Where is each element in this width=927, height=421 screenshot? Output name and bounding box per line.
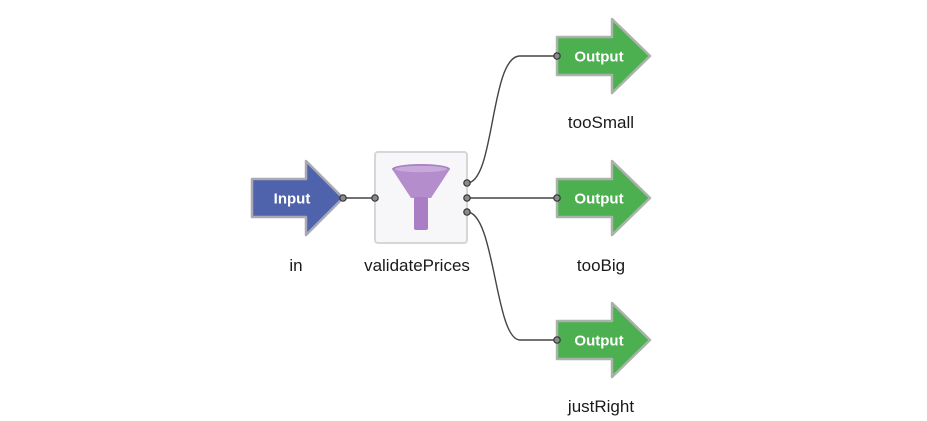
- input-out-port[interactable]: [339, 194, 347, 202]
- output-arrow-shape: [555, 159, 652, 237]
- output-in-port[interactable]: [553, 336, 561, 344]
- filter-node-name: validatePrices: [364, 256, 470, 275]
- output-badge-label: Output: [574, 191, 623, 208]
- input-badge-label: Input: [274, 191, 311, 208]
- filter-out-port-3[interactable]: [463, 208, 471, 216]
- output-node-tooSmall[interactable]: Output tooSmall: [553, 17, 652, 132]
- output-node-name: tooBig: [577, 256, 625, 275]
- edge-validatePrices-to-justRight: [466, 211, 557, 341]
- output-in-port[interactable]: [553, 194, 561, 202]
- filter-node-validatePrices[interactable]: validatePrices: [364, 151, 471, 275]
- input-node-in[interactable]: Input in: [250, 159, 347, 275]
- output-node-name: justRight: [567, 397, 634, 416]
- output-badge-label: Output: [574, 333, 623, 350]
- output-in-port[interactable]: [553, 52, 561, 60]
- input-arrow-shape: [250, 159, 345, 237]
- output-node-name: tooSmall: [568, 113, 634, 132]
- output-node-tooBig[interactable]: Output tooBig: [553, 159, 652, 275]
- output-badge-label: Output: [574, 49, 623, 66]
- output-arrow-shape: [555, 17, 652, 95]
- filter-out-port-2[interactable]: [463, 194, 471, 202]
- edges: [343, 55, 557, 341]
- output-node-justRight[interactable]: Output justRight: [553, 301, 652, 416]
- filter-out-port-1[interactable]: [463, 179, 471, 187]
- output-arrow-shape: [555, 301, 652, 379]
- funnel-icon: [392, 164, 450, 230]
- filter-in-port[interactable]: [371, 194, 379, 202]
- input-node-name: in: [289, 256, 302, 275]
- edge-validatePrices-to-tooSmall: [466, 55, 557, 184]
